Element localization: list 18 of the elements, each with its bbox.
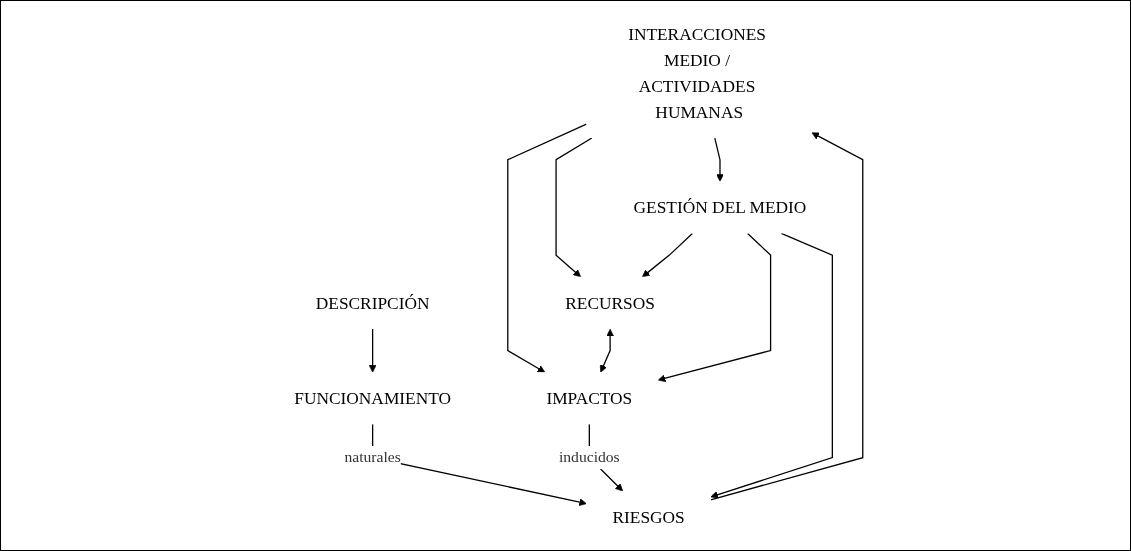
arrow	[710, 132, 864, 501]
node-text: RECURSOS	[565, 293, 655, 313]
arrow	[657, 232, 772, 382]
node-text: INTERACCIONES MEDIO / ACTIVIDADES HUMANAS	[628, 24, 766, 122]
edge-label: naturales	[344, 448, 401, 466]
node-text: DESCRIPCIÓN	[315, 293, 430, 313]
node-text: RIESGOS	[612, 507, 685, 527]
arrow	[714, 137, 724, 182]
node-text: GESTIÓN DEL MEDIO	[633, 197, 807, 217]
arrow	[368, 328, 377, 373]
arrow	[555, 137, 593, 278]
arrow	[507, 123, 588, 373]
arrow	[710, 232, 833, 499]
edge-label: inducidos	[558, 448, 620, 466]
node-text: IMPACTOS	[546, 388, 633, 408]
arrow	[642, 232, 694, 278]
arrow	[599, 328, 614, 373]
node-text: FUNCIONAMIENTO	[294, 388, 452, 408]
